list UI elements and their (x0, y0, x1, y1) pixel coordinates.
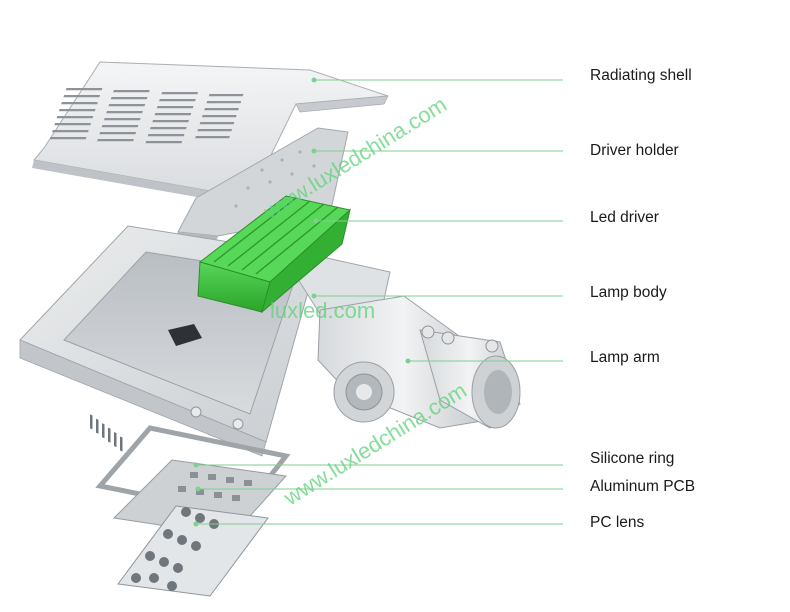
label-lamp-arm: Lamp arm (590, 349, 660, 366)
lamp-arm (317, 295, 521, 429)
label-lamp-body: Lamp body (590, 284, 667, 301)
watermark-text: luxled.com (270, 298, 375, 323)
pc-lens (117, 505, 269, 597)
label-silicone-ring: Silicone ring (590, 450, 675, 467)
label-pc-lens: PC lens (590, 514, 645, 531)
label-aluminum-pcb: Aluminum PCB (590, 478, 696, 495)
radiating-shell (32, 61, 389, 206)
label-driver-holder: Driver holder (590, 142, 679, 159)
leader-lines (193, 77, 563, 527)
label-radiating-shell: Radiating shell (590, 67, 692, 84)
shell-vent-slots (49, 88, 244, 144)
label-led-driver: Led driver (590, 209, 659, 226)
led-driver (197, 195, 352, 314)
